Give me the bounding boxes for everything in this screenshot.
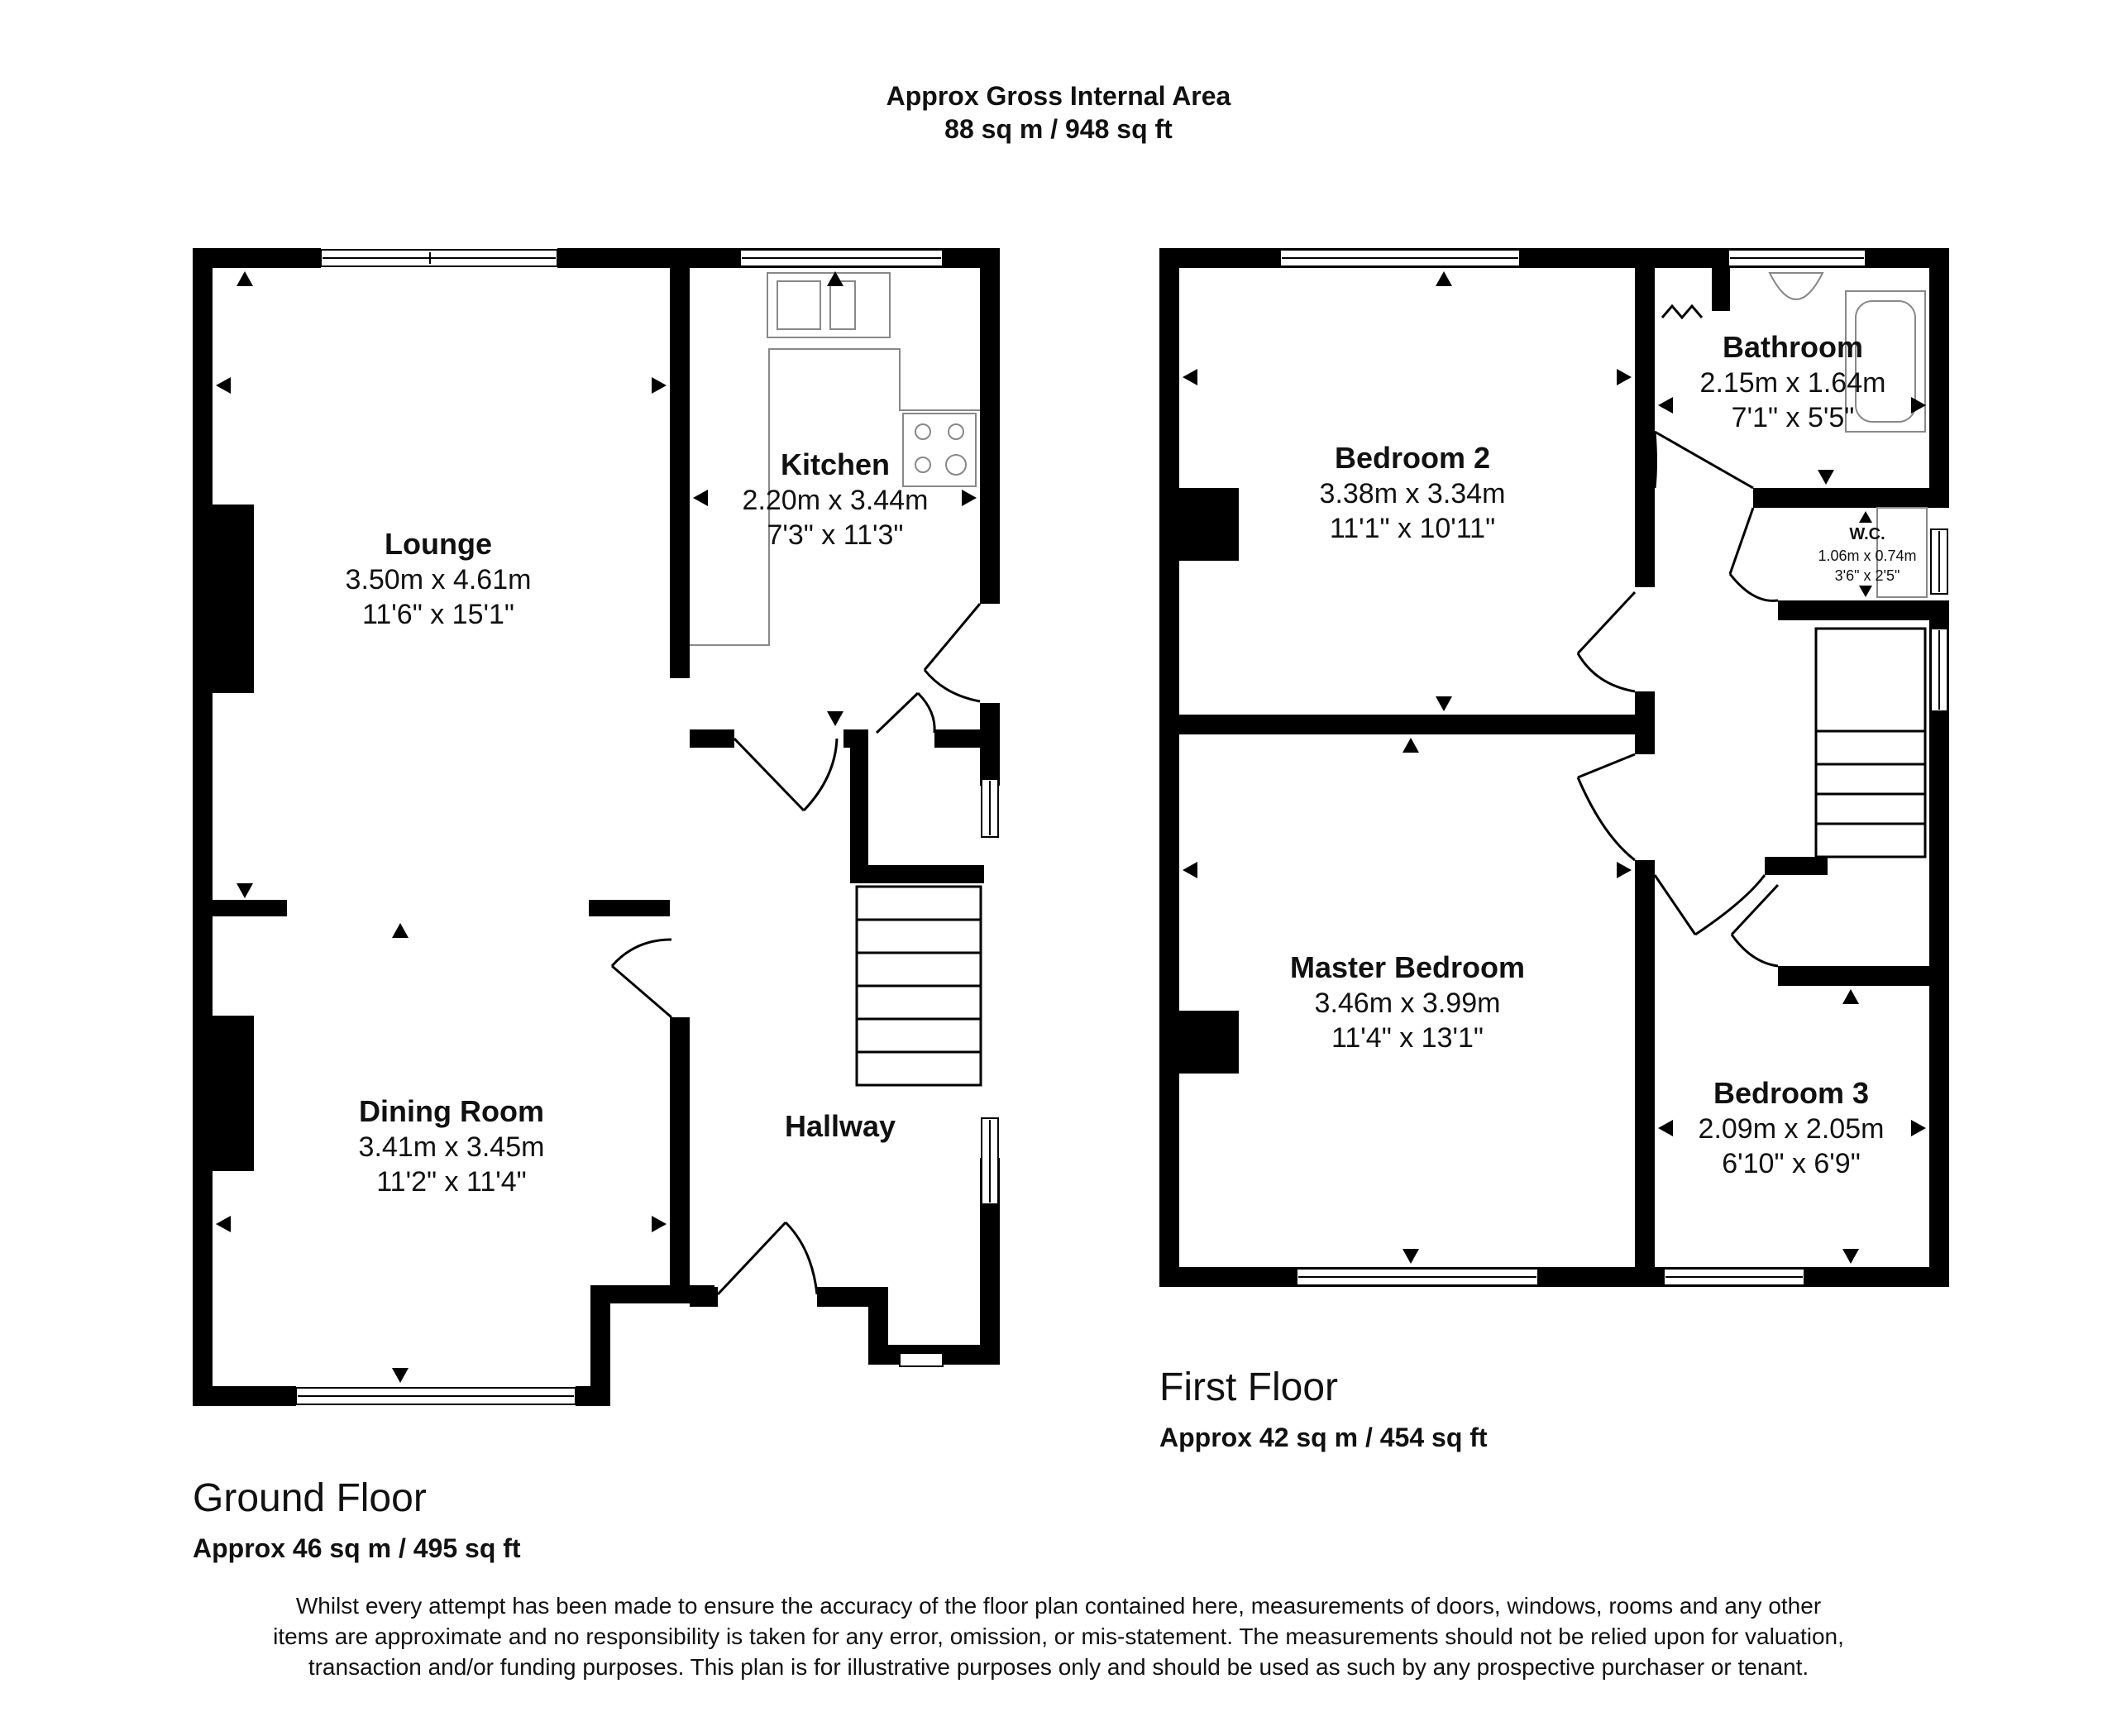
room-name: Master Bedroom <box>1290 950 1525 984</box>
wall <box>1159 248 1179 1287</box>
door <box>1576 304 1780 968</box>
wall <box>1179 715 1655 734</box>
wall <box>1712 268 1730 311</box>
room-name: Kitchen <box>781 447 890 481</box>
room-kitchen: Kitchen 2.20m x 3.44m 7'3" x 11'3" <box>743 447 929 551</box>
first-floor-area: Approx 42 sq m / 454 sq ft <box>1159 1423 1488 1452</box>
wall <box>1753 488 1929 508</box>
room-dimensions-imperial: 7'1" x 5'5" <box>1732 402 1855 433</box>
wall <box>589 900 670 916</box>
room-dimensions-imperial: 6'10" x 6'9" <box>1722 1148 1861 1179</box>
wall <box>690 729 734 748</box>
staircase <box>1814 627 1927 858</box>
room-bathroom: Bathroom 2.15m x 1.64m 7'1" x 5'5" <box>1700 330 1886 433</box>
wall <box>1778 600 1929 620</box>
wall <box>213 900 287 916</box>
wall <box>193 248 213 1406</box>
wall <box>980 703 1000 786</box>
wall <box>934 729 980 748</box>
staircase <box>855 885 982 1087</box>
wall <box>817 1287 888 1307</box>
room-name: Dining Room <box>359 1094 544 1128</box>
room-dining-room: Dining Room 3.41m x 3.45m 11'2" x 11'4" <box>359 1094 545 1198</box>
wall <box>193 1386 296 1406</box>
dimension-arrows <box>216 271 977 1383</box>
first-floor-plan <box>1159 248 1949 1287</box>
wall <box>670 248 690 678</box>
wall <box>1159 1267 1949 1287</box>
first-floor-title: First Floor <box>1159 1365 1338 1409</box>
door <box>610 603 982 1296</box>
room-dimensions-metric: 3.41m x 3.45m <box>359 1131 545 1163</box>
room-name: Lounge <box>385 527 492 561</box>
wall <box>1635 248 1655 587</box>
ground-floor-plan <box>193 248 1000 1406</box>
room-dimensions-imperial: 7'3" x 11'3" <box>767 519 903 551</box>
room-name: Bedroom 2 <box>1335 441 1490 475</box>
wall <box>690 1287 718 1307</box>
room-dimensions-metric: 1.06m x 0.74m <box>1818 548 1916 564</box>
room-bedroom-3: Bedroom 3 2.09m x 2.05m 6'10" x 6'9" <box>1699 1076 1885 1179</box>
wall <box>590 1285 610 1406</box>
chimney-breast <box>213 1016 254 1171</box>
wall <box>1765 857 1828 875</box>
window <box>295 249 999 1405</box>
wall <box>1635 691 1655 754</box>
room-name: Bathroom <box>1723 330 1863 364</box>
gross-area-title: Approx Gross Internal Area <box>886 81 1231 111</box>
room-dimensions-metric: 2.20m x 3.44m <box>743 485 929 516</box>
wall <box>850 865 984 883</box>
room-dimensions-imperial: 3'6" x 2'5" <box>1835 567 1900 584</box>
room-hallway: Hallway <box>785 1109 896 1143</box>
wall <box>1929 248 1949 1287</box>
room-dimensions-metric: 3.50m x 4.61m <box>346 564 532 595</box>
ground-floor-title: Ground Floor <box>193 1476 427 1520</box>
kitchen-worktop <box>690 272 980 646</box>
wall <box>193 248 321 268</box>
room-name: W.C. <box>1849 525 1885 543</box>
dimension-arrows <box>1183 271 1926 1264</box>
disclaimer-text: Whilst every attempt has been made to en… <box>273 1593 1844 1680</box>
room-lounge: Lounge 3.50m x 4.61m 11'6" x 15'1" <box>346 527 532 630</box>
ground-floor-area: Approx 46 sq m / 495 sq ft <box>193 1533 521 1563</box>
chimney-breast <box>1179 1011 1239 1074</box>
room-wc: W.C. 1.06m x 0.74m 3'6" x 2'5" <box>1818 525 1916 584</box>
room-name: Bedroom 3 <box>1713 1076 1869 1110</box>
room-dimensions-imperial: 11'1" x 10'11" <box>1330 513 1495 544</box>
chimney-breast <box>213 505 254 693</box>
wall <box>1778 966 1929 986</box>
room-dimensions-metric: 3.46m x 3.99m <box>1315 988 1501 1019</box>
wall <box>670 1017 690 1303</box>
room-master-bedroom: Master Bedroom 3.46m x 3.99m 11'4" x 13'… <box>1290 950 1525 1054</box>
room-dimensions-metric: 2.15m x 1.64m <box>1700 367 1886 399</box>
room-dimensions-imperial: 11'4" x 13'1" <box>1331 1022 1484 1054</box>
room-dimensions-metric: 2.09m x 2.05m <box>1699 1113 1885 1145</box>
room-bedroom-2: Bedroom 2 3.38m x 3.34m 11'1" x 10'11" <box>1320 441 1506 544</box>
room-dimensions-imperial: 11'2" x 11'4" <box>376 1166 526 1198</box>
room-dimensions-imperial: 11'6" x 15'1" <box>362 599 514 630</box>
wall <box>980 248 1000 604</box>
gross-area-value: 88 sq m / 948 sq ft <box>944 114 1173 144</box>
room-dimensions-metric: 3.38m x 3.34m <box>1320 478 1506 509</box>
wall <box>1635 865 1655 1287</box>
bathroom-suite <box>1768 272 1928 598</box>
wall <box>850 729 868 883</box>
room-name: Hallway <box>785 1109 896 1143</box>
chimney-breast <box>1179 488 1239 561</box>
